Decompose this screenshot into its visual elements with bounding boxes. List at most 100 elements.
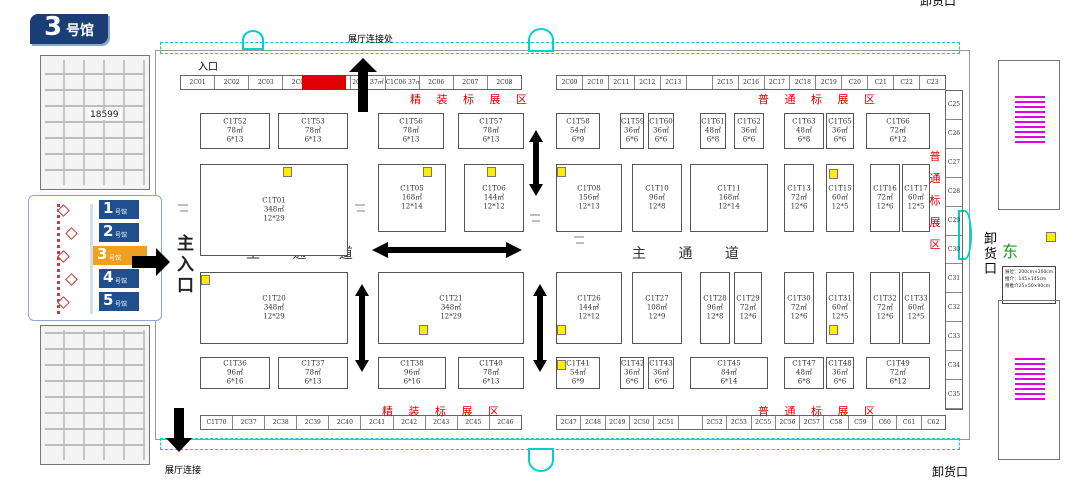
strip-booth[interactable]: 2C51 bbox=[654, 416, 679, 429]
strip-booth[interactable]: C25 bbox=[946, 91, 962, 120]
strip-booth[interactable]: C23 bbox=[926, 79, 939, 86]
strip-booth[interactable]: 2C45 bbox=[458, 416, 490, 429]
strip-booth[interactable]: 2C02 bbox=[215, 76, 250, 89]
strip-booth[interactable]: 2C49 bbox=[606, 416, 630, 429]
strip-booth[interactable]: C33 bbox=[946, 322, 962, 352]
strip-booth[interactable]: C58 bbox=[824, 416, 849, 429]
strip-booth[interactable]: 2C10 bbox=[583, 76, 609, 89]
strip-booth[interactable]: 2C57 bbox=[800, 416, 825, 429]
strip-booth[interactable]: C28 bbox=[946, 178, 962, 207]
strip-booth[interactable]: C62 bbox=[927, 419, 940, 426]
strip-booth[interactable]: 2C06 37㎡ bbox=[351, 76, 386, 89]
strip-booth[interactable]: 2C47 bbox=[557, 416, 582, 429]
strip-booth[interactable]: 2C13 bbox=[661, 76, 687, 89]
strip-booth[interactable]: C27 bbox=[946, 149, 962, 178]
strip-booth[interactable]: 2C40 bbox=[329, 416, 362, 429]
strip-booth[interactable]: 2C52 bbox=[703, 416, 728, 429]
strip-booth[interactable]: 2C06 bbox=[420, 76, 454, 89]
strip-booth[interactable]: C32 bbox=[946, 293, 962, 323]
strip-booth[interactable]: 2C46 bbox=[497, 419, 514, 426]
strip-booth[interactable]: C22 bbox=[894, 76, 921, 89]
strip-booth[interactable]: 2C37 bbox=[233, 416, 266, 429]
strip-booth[interactable] bbox=[679, 416, 703, 429]
strip-booth[interactable]: C31 bbox=[946, 264, 962, 294]
strip-booth[interactable]: C30 bbox=[946, 236, 962, 265]
strip-booth[interactable]: C20 bbox=[842, 76, 869, 89]
strip-booth[interactable]: 2C48 bbox=[581, 416, 606, 429]
strip-booth[interactable]: 2C08 bbox=[496, 79, 513, 86]
strip-booth[interactable]: 2C15 bbox=[713, 76, 739, 89]
strip-booth[interactable]: 2C42 bbox=[394, 416, 426, 429]
strip-booth[interactable]: 2C12 bbox=[635, 76, 661, 89]
strip-booth[interactable]: C34 bbox=[946, 351, 962, 381]
strip-booth[interactable]: 2C41 bbox=[361, 416, 394, 429]
strip-booth[interactable]: 2C01 bbox=[181, 76, 216, 89]
strip-booth[interactable]: C26 bbox=[946, 120, 962, 149]
strip-booth[interactable]: C21 bbox=[868, 76, 895, 89]
strip-booth[interactable]: 2C16 bbox=[739, 76, 765, 89]
strip-booth[interactable]: C35 bbox=[946, 380, 962, 409]
strip-booth[interactable]: 2C53 bbox=[727, 416, 752, 429]
strip-booth[interactable]: C60 bbox=[873, 416, 898, 429]
strip-booth[interactable]: 2C03 bbox=[249, 76, 284, 89]
strip-booth[interactable]: 2C43 bbox=[426, 416, 458, 429]
strip-booth[interactable]: 2C55 bbox=[752, 416, 776, 429]
strip-booth[interactable]: 2C56 bbox=[776, 416, 801, 429]
strip-booth[interactable]: 2C11 bbox=[609, 76, 635, 89]
strip-booth[interactable]: C59 bbox=[849, 416, 874, 429]
strip-booth[interactable]: C1C06 37㎡ bbox=[386, 76, 420, 89]
strip-booth[interactable]: C1T70 bbox=[201, 416, 234, 429]
strip-booth[interactable]: 2C17 bbox=[765, 76, 791, 89]
strip-booth[interactable]: 2C38 bbox=[265, 416, 298, 429]
strip-booth[interactable]: C29 bbox=[946, 207, 962, 236]
strip-booth[interactable]: 2C09 bbox=[557, 76, 583, 89]
strip-booth[interactable]: 2C39 bbox=[297, 416, 330, 429]
strip-booth[interactable]: 2C50 bbox=[630, 416, 655, 429]
strip-booth[interactable]: C61 bbox=[897, 416, 922, 429]
strip-booth[interactable]: 2C07 bbox=[454, 76, 488, 89]
strip-booth[interactable]: 2C19 bbox=[816, 76, 843, 89]
